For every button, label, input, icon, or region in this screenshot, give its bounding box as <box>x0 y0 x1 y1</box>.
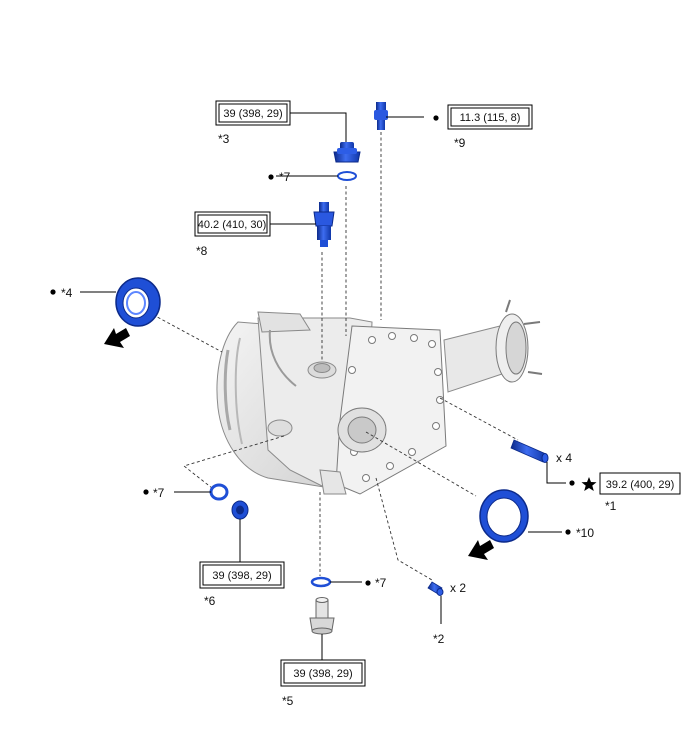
stud-bolt-part <box>510 439 549 463</box>
callout-10: *10 <box>576 526 594 540</box>
bullet-dot-icon <box>433 115 439 121</box>
bullet-dot-icon <box>268 174 274 180</box>
callout-8: *8 <box>196 244 208 258</box>
gasket-ring-bottom <box>310 576 332 588</box>
torque-value-9: 11.3 (115, 8) <box>460 112 521 124</box>
torque-value-6: 39 (398, 29) <box>212 570 271 582</box>
torque-box-3: 39 (398, 29) <box>215 100 291 126</box>
torque-box-9: 11.3 (115, 8) <box>447 104 533 130</box>
oil-seal-left-part <box>115 277 161 327</box>
callout-6: *6 <box>204 594 216 608</box>
callout-9: *9 <box>454 136 466 150</box>
bullet-dot-icon <box>50 289 56 295</box>
star-icon <box>581 477 597 491</box>
callout-4: *4 <box>61 286 73 300</box>
leader-lines <box>80 112 566 660</box>
stud-quantity: x 4 <box>556 451 572 465</box>
torque-value-1: 39.2 (400, 29) <box>606 479 675 491</box>
bullet-dot-icon <box>569 480 575 486</box>
breather-plug-part <box>374 102 388 130</box>
straight-pin-part <box>427 581 444 596</box>
callout-3: *3 <box>218 132 230 146</box>
drain-plug-part <box>231 500 249 520</box>
assembly-guide-lines <box>147 132 519 581</box>
install-arrow-right-icon <box>468 540 494 560</box>
torque-box-5: 39 (398, 29) <box>280 659 366 687</box>
bullet-dot-icon <box>365 580 371 586</box>
torque-value-8: 40.2 (410, 30) <box>198 219 267 231</box>
torque-box-8: 40.2 (410, 30) <box>194 211 271 237</box>
pin-quantity: x 2 <box>450 581 466 595</box>
switch-sensor-part <box>313 202 335 247</box>
callout-1: *1 <box>605 499 617 513</box>
torque-value-3: 39 (398, 29) <box>223 108 282 120</box>
callout-7-top: *7 <box>279 170 291 184</box>
plug-bottom-part <box>309 597 335 635</box>
differential-carrier-housing <box>216 299 543 495</box>
filler-plug-part <box>333 142 361 163</box>
callout-2: *2 <box>433 632 445 646</box>
oil-seal-right-part <box>479 489 529 543</box>
callout-7-bottom: *7 <box>375 576 387 590</box>
gasket-ring-top <box>337 171 357 181</box>
bullet-dots <box>50 115 575 586</box>
torque-value-5: 39 (398, 29) <box>293 668 352 680</box>
bullet-dot-icon <box>565 529 571 535</box>
bullet-dot-icon <box>143 489 149 495</box>
torque-box-6: 39 (398, 29) <box>199 561 285 589</box>
gasket-ring-left <box>209 483 229 501</box>
torque-box-1: 39.2 (400, 29) <box>599 472 681 495</box>
callout-5: *5 <box>282 694 294 708</box>
callout-7-left: *7 <box>153 486 165 500</box>
install-arrow-left-icon <box>104 328 130 348</box>
